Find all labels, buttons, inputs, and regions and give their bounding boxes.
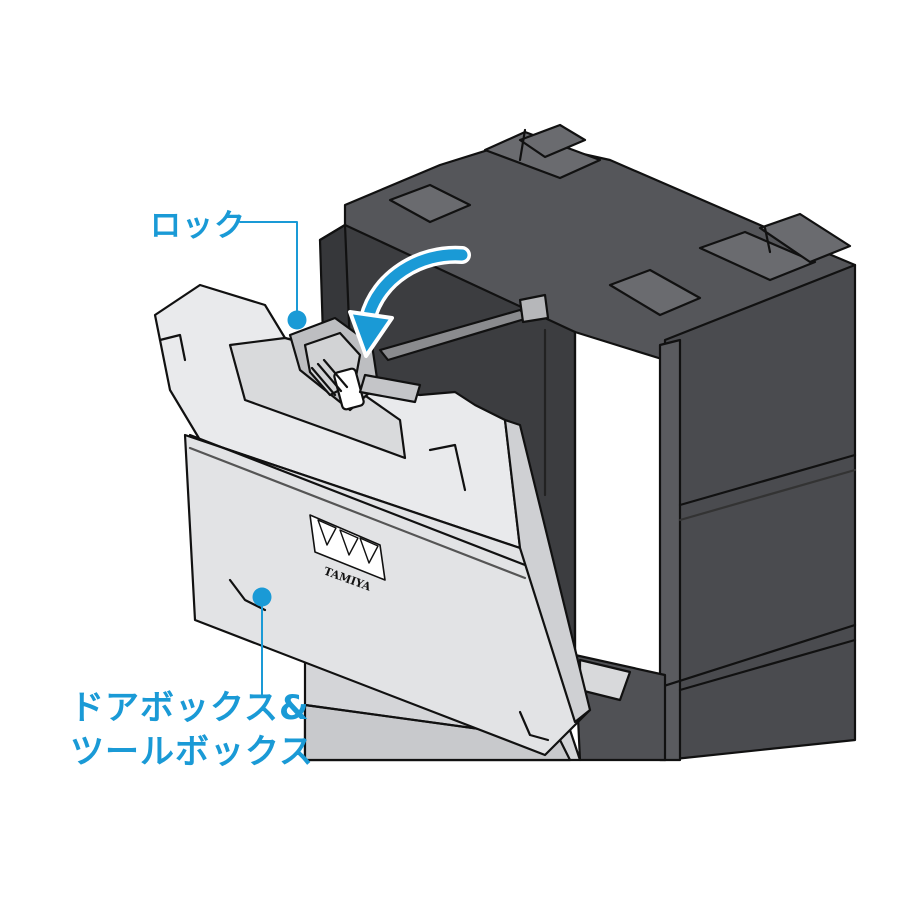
door-box-label-line2: ツールボックス xyxy=(70,732,314,772)
door-box-label-line1: ドアボックス& xyxy=(70,688,310,728)
callout-leaders xyxy=(239,221,298,696)
lock-callout-dot xyxy=(287,310,307,330)
lock-leader-line xyxy=(239,221,298,321)
lock-label: ロック xyxy=(150,208,246,244)
curved-arrow-icon xyxy=(348,245,471,358)
door-box xyxy=(153,283,592,757)
box-callout-dot xyxy=(252,587,272,607)
tamiya-logo xyxy=(309,514,386,581)
